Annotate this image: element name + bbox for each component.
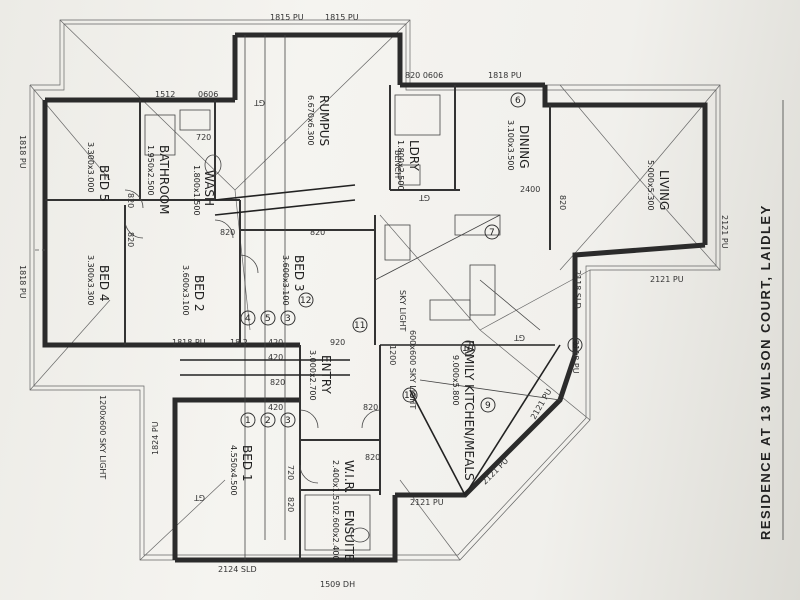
- skylight-3: 600x600 SKY LIGHT: [408, 330, 417, 409]
- dim-720: 720: [196, 133, 211, 142]
- room-ldry: LDRY: [407, 140, 421, 171]
- room-dining: DINING: [517, 125, 531, 169]
- dim-1818-bot: 1818 PU: [172, 338, 206, 347]
- dim-top-1: 1815 PU: [270, 13, 304, 22]
- exterior-walls: [42, 32, 708, 563]
- dim-820-c: 820: [310, 228, 325, 237]
- marker-10b: 10: [404, 391, 416, 401]
- room-bed2-size: 3.600x3.100: [181, 265, 190, 316]
- skylight-1: 1200x600 SKY LIGHT: [98, 395, 107, 479]
- room-family: FAMILY KITCHEN/MEALS: [462, 340, 476, 481]
- dim-920: 920: [330, 338, 345, 347]
- dim-1824: 1824 PU: [151, 421, 160, 455]
- dim-420-a: 420: [268, 338, 283, 347]
- door-swings: [124, 189, 381, 484]
- marker-7: 7: [489, 228, 495, 238]
- gt-label-4: GT: [419, 193, 430, 202]
- room-bed4: BED 4: [97, 265, 111, 302]
- room-bed5-size: 3.300x3.000: [86, 142, 95, 193]
- dim-1200: 1200: [388, 345, 397, 365]
- kitchen-diagonal: [374, 214, 561, 401]
- room-dining-size: 3.100x3.500: [506, 120, 515, 171]
- dim-18-2: 18 2: [230, 338, 248, 347]
- room-bed5: BED 5: [97, 165, 111, 202]
- dim-420-c: 420: [268, 353, 283, 362]
- marker-8: 8: [572, 341, 578, 351]
- room-bathroom-size: 1.950x2.500: [146, 145, 155, 196]
- room-ensuite-size: 2.600x2.400: [331, 510, 340, 561]
- dim-820-0606: 820 0606: [405, 71, 443, 80]
- room-bed1-size: 4.550x4.500: [229, 445, 238, 496]
- dim-820-f: 820: [365, 453, 380, 462]
- dim-2118-a: 2118 SLD: [573, 270, 582, 309]
- marker-1: 1: [245, 416, 251, 426]
- dim-1512: 1512: [155, 90, 175, 99]
- gt-label-3: GT: [194, 493, 205, 502]
- marker-6: 6: [515, 96, 521, 106]
- room-bed3: BED 3: [292, 255, 306, 292]
- marker-circles: 4 5 3 12 1 2 3 11 10 10 9 8 6 7: [240, 92, 583, 428]
- room-bed3-size: 3.600x3.100: [281, 255, 290, 306]
- dim-1818-left1: 1818 PU: [18, 135, 27, 169]
- room-wir: W.I.R.: [342, 460, 356, 493]
- dim-2118-b: 2118 PU: [571, 340, 580, 374]
- room-ensuite: ENSUITE: [342, 510, 356, 561]
- dim-2121-e: 2121 PU: [410, 498, 444, 507]
- room-family-size: 9.000x5.800: [451, 355, 460, 406]
- dim-1818-top: 1818 PU: [488, 71, 522, 80]
- dim-2121-b: 2121 PU: [650, 275, 684, 284]
- dim-420-b: 420: [268, 403, 283, 412]
- dim-820-h: 820: [270, 378, 285, 387]
- section-lines: [180, 35, 561, 560]
- marker-10: 10: [462, 344, 474, 354]
- room-bathroom: BATHROOM: [157, 145, 171, 214]
- dim-820-b: 820: [220, 228, 235, 237]
- dim-top-2: 1815 PU: [325, 13, 359, 22]
- marker-12: 12: [300, 296, 311, 306]
- gt-label-2: GT: [514, 333, 525, 342]
- dim-2121-a: 2121 PU: [720, 215, 729, 249]
- dim-820-g: 820: [286, 497, 295, 512]
- room-entry: ENTRY: [319, 355, 333, 394]
- marker-4: 4: [245, 314, 251, 324]
- dim-2400: 2400: [520, 185, 540, 194]
- skylight-2: SKY LIGHT: [398, 290, 407, 332]
- dim-820-a: 820: [126, 232, 135, 247]
- dim-1509: 1509 DH: [320, 580, 355, 589]
- marker-5: 5: [265, 314, 271, 324]
- dim-0606: 0606: [198, 90, 218, 99]
- marker-3b: 3: [285, 416, 291, 426]
- marker-11: 11: [354, 321, 365, 331]
- dim-820-e: 820: [363, 403, 378, 412]
- marker-2: 2: [265, 416, 271, 426]
- room-living-size: 5.000x5.300: [646, 160, 655, 211]
- bench-label: BENCH: [393, 150, 402, 178]
- room-bed4-size: 3.300x3.300: [86, 255, 95, 306]
- room-bed2: BED 2: [192, 275, 206, 312]
- room-rumpus-size: 6.670x6.300: [306, 95, 315, 146]
- room-bed1: BED 1: [240, 445, 254, 482]
- gt-label-1: GT: [254, 98, 265, 107]
- dim-720-b: 720: [286, 465, 295, 480]
- dim-820-d: 820: [558, 195, 567, 210]
- dim-1818-left2: 1818 PU: [18, 265, 27, 299]
- bathroom-fixtures: [35, 94, 441, 551]
- dim-2124: 2124 SLD: [218, 565, 257, 574]
- dim-820-mid: 820: [126, 193, 135, 208]
- room-ldry-size: 1.800x2.500: [396, 140, 405, 191]
- dim-2121-d: 2121 PU: [480, 456, 510, 486]
- room-entry-size: 3.000x2.700: [308, 350, 317, 401]
- room-wir-size: 2.400x1.510: [331, 460, 340, 511]
- marker-9: 9: [485, 401, 491, 411]
- room-wash-size: 1.800x1.500: [192, 165, 201, 216]
- room-rumpus: RUMPUS: [317, 95, 331, 146]
- drawing-title: RESIDENCE AT 13 WILSON COURT, LAIDLEY: [758, 204, 773, 540]
- marker-3: 3: [285, 314, 291, 324]
- room-living: LIVING: [657, 170, 671, 210]
- room-labels: BED 5 3.300x3.000 BATHROOM 1.950x2.500 W…: [86, 95, 671, 561]
- room-wash: WASH: [202, 170, 216, 206]
